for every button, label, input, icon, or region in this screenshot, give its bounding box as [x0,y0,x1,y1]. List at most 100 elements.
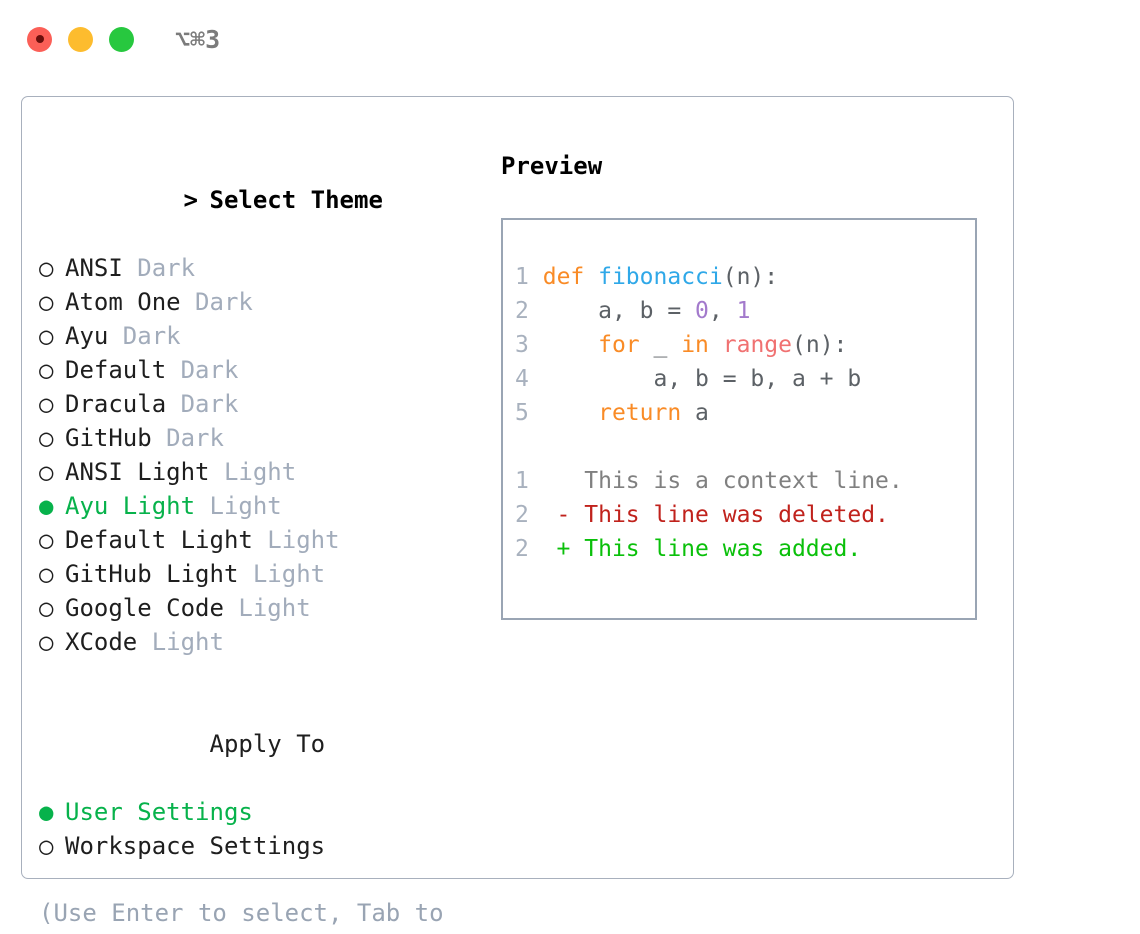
diff-line-add: 2 + This line was added. [515,532,975,566]
radio-selected-icon: ● [39,492,54,520]
theme-option-variant: Dark [151,424,224,452]
theme-option-variant: Dark [166,356,239,384]
theme-option-name: ANSI [65,254,123,282]
code-line: 5 return a [515,396,975,430]
radio-unselected-icon: ○ [39,322,54,350]
code-token-txt: a, b = [542,298,696,324]
code-line-gutter-space [529,264,543,290]
code-token-kw: in [681,332,709,358]
code-token-txt [709,332,723,358]
diff-line-text: This line was deleted. [584,502,889,528]
title-bar: ⌥⌘3 [0,0,1140,78]
code-token-num: 0 [695,298,709,324]
code-token-txt: (n): [792,332,848,358]
radio-unselected-icon: ○ [39,628,54,656]
code-token-kw: def [542,264,599,290]
radio-unselected-icon: ○ [39,390,54,418]
diff-line-text: This is a context line. [584,468,903,494]
theme-option-variant: Dark [180,288,253,316]
theme-option-ansi[interactable]: ○ ANSI Dark [39,251,479,285]
code-line: 1 def fibonacci(n): [515,260,975,294]
theme-option-variant: Light [195,492,282,520]
apply-to-option-label: Workspace Settings [65,832,326,860]
minimize-button[interactable] [68,26,93,52]
theme-option-github-light[interactable]: ○GitHub Light Light [39,557,479,591]
diff-line-del: 2 - This line was deleted. [515,498,975,532]
code-line: 2 a, b = 0, 1 [515,294,975,328]
theme-option-name: XCode [65,628,138,656]
radio-unselected-icon: ○ [39,254,54,282]
diff-sign [529,468,584,494]
code-line-number: 1 [515,264,529,290]
radio-selected-icon: ● [39,798,54,826]
apply-to-option-workspace-settings[interactable]: ○ Workspace Settings [39,829,479,863]
theme-selection-column: > Select Theme ○ ANSI Dark ○ Atom One Dark ○ A… [39,149,479,934]
header-caret-icon: > [183,186,198,214]
code-line-gutter-space [529,366,543,392]
code-token-fn: fibonacci [598,264,723,290]
radio-unselected-icon: ○ [39,356,54,384]
code-token-txt: a, b = b, a + b [542,366,862,392]
theme-option-ayu-light[interactable]: ● Ayu Light Light [39,489,479,523]
theme-option-variant: Light [209,458,297,486]
code-line-number: 4 [515,366,529,392]
theme-option-google-code[interactable]: ○Google Code Light [39,591,479,625]
theme-option-xcode[interactable]: ○ XCode Light [39,625,479,659]
code-token-kw: return [542,400,682,426]
radio-unselected-icon: ○ [39,526,54,554]
select-theme-header: > Select Theme [39,149,479,251]
window-controls [27,26,134,52]
theme-option-variant: Light [252,526,340,554]
theme-option-name: GitHub [65,424,152,452]
close-button[interactable] [27,26,52,52]
theme-option-name: Google Code [65,594,224,622]
code-line-number: 5 [515,400,529,426]
diff-line-number: 2 [515,502,529,528]
theme-option-name: Default Light [65,526,253,554]
maximize-button[interactable] [109,26,134,52]
radio-unselected-icon: ○ [39,288,54,316]
theme-option-name: Ayu Light [65,492,196,520]
keyboard-shortcut-label: ⌥⌘3 [175,24,221,54]
code-diff-separator [515,430,975,464]
radio-unselected-icon: ○ [39,832,54,860]
theme-option-variant: Dark [108,322,181,350]
list-spacer [39,659,479,693]
preview-title: Preview [501,152,603,180]
code-line-number: 2 [515,298,529,324]
theme-option-ayu[interactable]: ○ Ayu Dark [39,319,479,353]
code-token-txt: _ [639,332,682,358]
theme-option-ansi-light[interactable]: ○ ANSI Light Light [39,455,479,489]
theme-option-github[interactable]: ○GitHub Dark [39,421,479,455]
theme-option-variant: Light [137,628,224,656]
apply-to-option-user-settings[interactable]: ●User Settings [39,795,479,829]
theme-picker-panel: > Select Theme ○ ANSI Dark ○ Atom One Dark ○ A… [21,96,1014,934]
apply-to-header-indent [184,727,210,761]
code-line-gutter-space [529,332,543,358]
theme-option-default[interactable]: ○Default Dark [39,353,479,387]
theme-option-variant: Dark [122,254,196,282]
diff-line-text: This line was added. [584,536,862,562]
diff-sample: 1 This is a context line.2 - This line w… [515,464,975,566]
code-token-txt: (n): [722,264,779,290]
code-token-kw: for [542,332,640,358]
theme-option-name: Ayu [65,322,109,350]
code-token-txt: , [708,298,737,324]
theme-list: ○ANSI Dark○Atom One Dark○Ayu Dark○Defaul… [39,251,479,659]
theme-option-name: Atom One [65,288,181,316]
apply-to-header-label: Apply To [209,730,326,758]
preview-column: Preview 1 def fibonacci(n):2 a, b = 0, 1… [501,149,991,620]
radio-unselected-icon: ○ [39,594,54,622]
theme-option-default-light[interactable]: ○ Default Light Light [39,523,479,557]
theme-option-name: ANSI Light [65,458,210,486]
code-line-gutter-space [529,298,543,324]
code-token-num: 1 [736,298,751,324]
theme-option-atom-one[interactable]: ○ Atom One Dark [39,285,479,319]
select-theme-header-label: Select Theme [209,186,383,214]
theme-option-name: Dracula [65,390,167,418]
theme-option-dracula[interactable]: ○Dracula Dark [39,387,479,421]
radio-unselected-icon: ○ [39,458,54,486]
